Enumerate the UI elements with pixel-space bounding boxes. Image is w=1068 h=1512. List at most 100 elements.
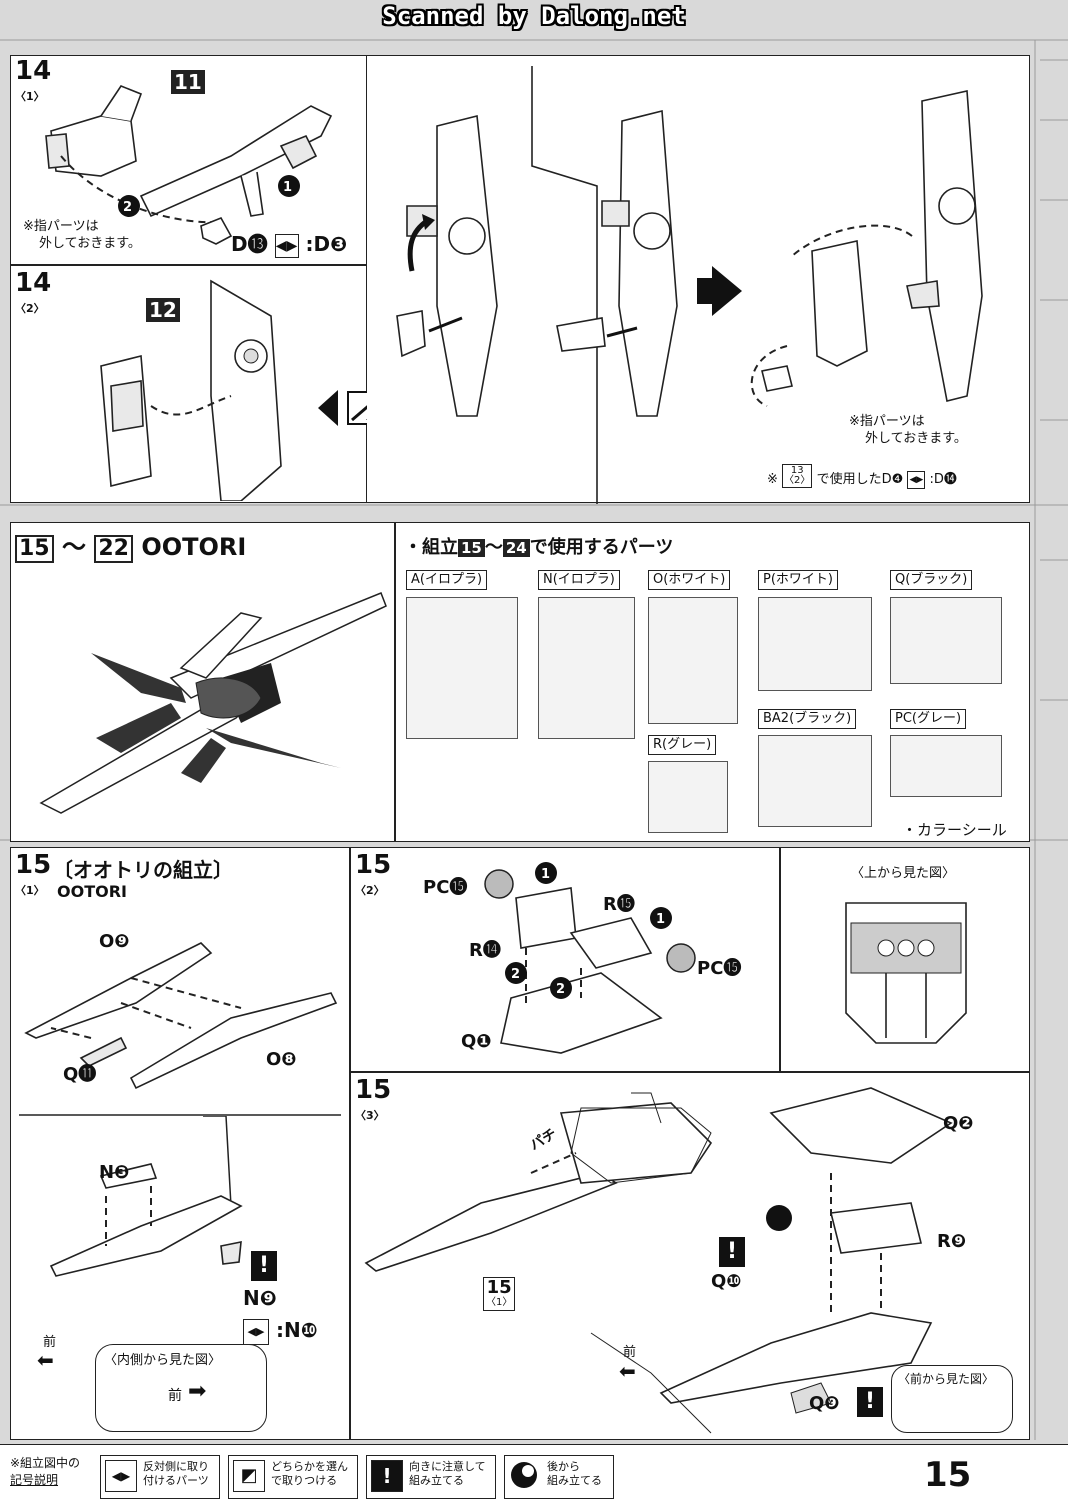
front-arrow-icon: ⬅: [37, 1348, 54, 1372]
wing-assembly-illustration: [24, 942, 338, 1090]
runner-r-label: R(グレー): [648, 735, 717, 755]
svg-text:2: 2: [556, 982, 565, 997]
warning-icon: !: [857, 1387, 883, 1417]
inner-view-inset: 〈内側から見た図〉 前 ➡: [95, 1344, 267, 1432]
legend-choose: ◩ どちらかを選んで取りつける: [228, 1455, 358, 1499]
runner-n: [538, 597, 635, 739]
part-n3: N❸: [99, 1162, 130, 1183]
ootori-aircraft-illustration: [39, 592, 387, 814]
runner-a-label: A(イロプラ): [406, 570, 488, 590]
choose-icon: ◩: [233, 1460, 265, 1492]
swap-icon: ◀▶: [105, 1460, 137, 1492]
part-q10: Q❿: [711, 1271, 742, 1292]
step-sub: 〈2〉: [15, 302, 45, 315]
step-number: 15: [355, 850, 392, 880]
runner-o-label: O(ホワイト): [648, 570, 731, 590]
step-sub: 〈1〉: [15, 884, 45, 897]
step15-title: 〔オオトリの組立〕: [53, 858, 233, 882]
step-number: 14: [15, 268, 52, 298]
swap-icon: ◀▶: [243, 1318, 269, 1345]
runner-pc: [890, 735, 1002, 797]
part-q2: Q❷: [943, 1113, 974, 1134]
top-view-panel: 〈上から見た図〉: [780, 847, 1030, 1072]
front-arrow-icon: ⬅: [619, 1359, 636, 1383]
runner-ba2-label: BA2(ブラック): [758, 709, 857, 729]
svg-text:2: 2: [511, 967, 520, 982]
finger-note-right: ※指パーツは外しておきます。: [849, 414, 967, 446]
page-number: 15: [924, 1455, 972, 1495]
svg-text:2: 2: [123, 200, 132, 215]
front-label: 前: [623, 1345, 637, 1360]
part-o9: O❾: [99, 931, 130, 952]
top-view-illustration: [845, 902, 967, 1044]
step-number: 15: [355, 1075, 392, 1105]
step15-3-panel: 15 〈3〉 パチ Q❷ R❾ ! Q❿ 15 〈1〉 前 ⬅ Q❾ ! 〈前か…: [350, 1072, 1030, 1440]
runner-p: [758, 597, 872, 691]
step14-1-panel: 14 〈1〉 11 1 2 ※指パーツは外しておきます。 D⓭ ◀▶ :D❸: [10, 55, 367, 265]
part-pc15-right: PC⓯: [697, 958, 742, 979]
front-view-inset: 〈前から見た図〉: [891, 1365, 1013, 1433]
warning-icon: !: [719, 1237, 745, 1267]
callout-11: 11: [171, 70, 205, 94]
part-n9: N❾: [243, 1286, 277, 1310]
warning-icon: !: [371, 1460, 403, 1492]
warning-icon: !: [251, 1251, 277, 1281]
part-q9: Q❾: [809, 1393, 840, 1414]
runner-pc-label: PC(グレー): [890, 709, 967, 729]
step-sub: 〈3〉: [355, 1109, 385, 1122]
inset-front: 前: [168, 1388, 182, 1404]
runner-a: [406, 597, 518, 739]
runner-q: [890, 597, 1002, 684]
part-q11: Q⓫: [63, 1064, 97, 1085]
runner-ba2: [758, 735, 872, 827]
ootori-title: 15 〜 22 OOTORI: [15, 527, 246, 563]
arrow-right-icon: ➡: [188, 1379, 207, 1404]
svg-text:1: 1: [283, 180, 292, 195]
runner-n-label: N(イロプラ): [538, 570, 620, 590]
fuselage-assembly-illustration: [364, 1087, 953, 1434]
legend-warning: ! 向きに注意して組み立てる: [366, 1455, 496, 1499]
ootori-overview-panel: 15 〜 22 OOTORI: [10, 522, 395, 842]
reference-note: ※ 13〈2〉 で使用したD❹ ◀▶ :D⓮: [767, 464, 957, 489]
inset-title: 〈内側から見た図〉: [104, 1353, 222, 1368]
step15-1-panel: 15 〈1〉 〔オオトリの組立〕 OOTORI O❾ O❽ Q⓫ N❸ ! N❾…: [10, 847, 350, 1440]
rifle-illustration: 1 2: [45, 85, 333, 245]
legend-later: 後から組み立てる: [504, 1455, 614, 1499]
step-number: 15: [15, 850, 52, 880]
body-core-illustration: 1 1 2 2: [484, 862, 696, 1054]
part-q1: Q❶: [461, 1031, 492, 1052]
shield-sequence-illustration: [396, 66, 983, 504]
shield-arm-illustration: [100, 279, 282, 501]
step14-sequence-panel: ※指パーツは外しておきます。 ※ 13〈2〉 で使用したD❹ ◀▶ :D⓮: [367, 55, 1030, 504]
part-o8: O❽: [266, 1049, 297, 1070]
runner-q-label: Q(ブラック): [890, 570, 973, 590]
step-sub: 〈2〉: [355, 884, 385, 897]
svg-text:1: 1: [541, 867, 550, 882]
part-r9: R❾: [937, 1231, 967, 1252]
step-sub: 〈1〉: [15, 90, 45, 103]
legend-title: ※組立図中の 記号説明: [10, 1456, 81, 1487]
step14-2-panel: 14 〈2〉 12: [10, 265, 367, 503]
runner-o: [648, 597, 738, 724]
watermark: Scanned by Dalong.net: [382, 2, 686, 30]
runner-p-label: P(ホワイト): [758, 570, 838, 590]
later-icon: [509, 1460, 541, 1492]
finger-note: ※指パーツは外しておきます。: [23, 219, 141, 251]
step15-2-panel: 15 〈2〉 1 1 2 2 PC⓯ R⓯ R⓮ PC⓯ Q❶: [350, 847, 780, 1072]
callout-12: 12: [146, 298, 180, 322]
nose-assembly-illustration: [49, 1116, 243, 1277]
step-ref: 15 〈1〉: [483, 1277, 516, 1311]
swap-icon: ◀▶: [274, 233, 299, 258]
color-sheet-label: ・カラーシール: [902, 821, 1007, 839]
part-pc15-left: PC⓯: [423, 877, 468, 898]
step-number: 14: [15, 56, 52, 86]
svg-text:1: 1: [656, 912, 665, 927]
symbol-legend: ※組立図中の 記号説明 ◀▶ 反対側に取り付けるパーツ ◩ どちらかを選んで取り…: [0, 1444, 1068, 1512]
part-r15: R⓯: [603, 894, 635, 915]
part-n10: ◀▶ :N❿: [243, 1318, 318, 1345]
top-view-label: 〈上から見た図〉: [851, 866, 956, 881]
divider-line: [19, 1114, 341, 1116]
